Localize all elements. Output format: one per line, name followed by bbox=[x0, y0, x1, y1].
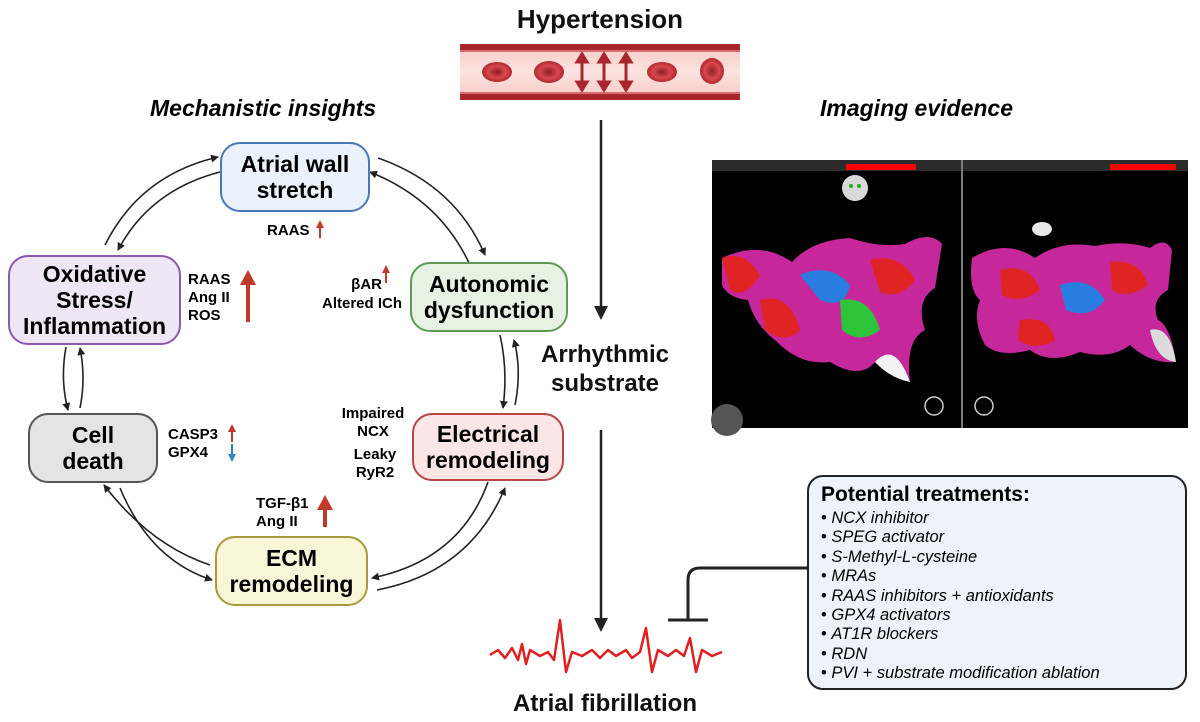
up-arrow-icon bbox=[228, 220, 390, 527]
treatment-item: PVI + substrate modification ablation bbox=[821, 664, 1173, 683]
treatment-item: RDN bbox=[821, 645, 1173, 664]
inhibition-icon bbox=[668, 566, 807, 622]
treatment-item: GPX4 activators bbox=[821, 606, 1173, 625]
mechanistic-heading: Mechanistic insights bbox=[150, 95, 377, 121]
treatment-item: S-Methyl-L-cysteine bbox=[821, 548, 1173, 567]
treatments-box: Potential treatments: NCX inhibitor SPEG… bbox=[807, 475, 1187, 690]
treatment-item: SPEG activator bbox=[821, 528, 1173, 547]
red-blood-cell-icon bbox=[482, 58, 724, 84]
label-raas: RAAS bbox=[267, 222, 310, 239]
ecg-trace-icon bbox=[489, 618, 723, 674]
treatment-item: MRAs bbox=[821, 567, 1173, 586]
imaging-heading: Imaging evidence bbox=[820, 95, 1014, 121]
pressure-arrows-icon bbox=[574, 51, 634, 93]
treatment-item: RAAS inhibitors + antioxidants bbox=[821, 587, 1173, 606]
page-title: Hypertension bbox=[516, 4, 684, 34]
down-arrow-icon bbox=[228, 444, 236, 462]
cycle-arrows bbox=[62, 154, 520, 591]
label-altered-ich: Altered ICh bbox=[321, 295, 402, 312]
treatment-item: AT1R blockers bbox=[821, 625, 1173, 644]
imaging-panel bbox=[711, 160, 1188, 436]
treatments-title: Potential treatments: bbox=[821, 483, 1030, 506]
atrial-fibrillation-label: Atrial fibrillation bbox=[512, 690, 697, 717]
treatment-item: NCX inhibitor bbox=[821, 509, 1173, 528]
blood-vessel-icon bbox=[460, 44, 740, 100]
label-casp3: CASP3 bbox=[168, 426, 219, 443]
label-beta-ar: βAR bbox=[351, 276, 382, 293]
treatments-list: NCX inhibitor SPEG activator S-Methyl-L-… bbox=[821, 509, 1173, 684]
label-gpx4: GPX4 bbox=[168, 444, 209, 461]
